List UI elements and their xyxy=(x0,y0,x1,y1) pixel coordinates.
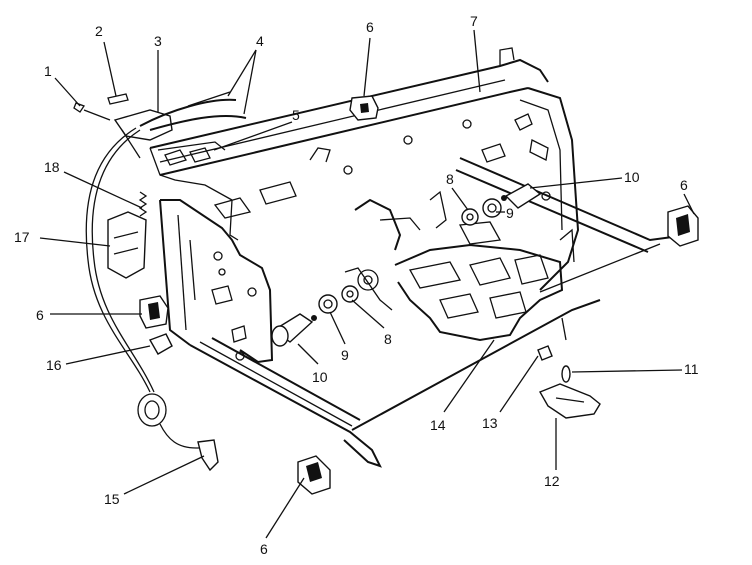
lever-part-12 xyxy=(538,383,601,419)
callout-7: 7 xyxy=(470,13,478,29)
connector-part-16 xyxy=(148,333,173,355)
rear-shaft xyxy=(455,157,681,293)
callout-6-right: 6 xyxy=(680,177,688,193)
callout-5: 5 xyxy=(292,107,300,123)
clip-part-6-right xyxy=(667,205,699,247)
callout-9-left: 9 xyxy=(341,347,349,363)
lower-rail xyxy=(189,299,601,468)
callout-8-right: 8 xyxy=(446,171,454,187)
callout-12: 12 xyxy=(544,473,560,489)
spring-part-18 xyxy=(138,191,148,217)
switch-part-17 xyxy=(107,211,147,279)
callout-10-right: 10 xyxy=(624,169,640,185)
callout-8-left: 8 xyxy=(384,331,392,347)
spring-part-13 xyxy=(537,345,553,361)
bushing-part-9-left xyxy=(318,294,338,314)
spring-part-11 xyxy=(561,317,571,383)
wire-harness xyxy=(85,127,219,472)
clip-part-6-top xyxy=(349,95,379,121)
callout-17: 17 xyxy=(14,229,30,245)
callout-9-right: 9 xyxy=(506,205,514,221)
gear-part-8-right xyxy=(461,208,479,226)
carriage-assembly xyxy=(344,143,575,342)
callout-11: 11 xyxy=(684,361,699,377)
callout-14: 14 xyxy=(430,417,446,433)
callout-2: 2 xyxy=(95,23,103,39)
callout-13: 13 xyxy=(482,415,498,431)
gear-part-8-left xyxy=(341,285,359,303)
roller-part-10-left xyxy=(271,313,317,347)
callout-10-left: 10 xyxy=(312,369,328,385)
callout-labels: 1 2 3 4 5 6 6 6 6 7 8 8 9 9 10 10 11 12 … xyxy=(14,13,699,557)
callout-15: 15 xyxy=(104,491,120,507)
leader-lines xyxy=(39,29,695,539)
callout-6-top: 6 xyxy=(366,19,374,35)
callout-4: 4 xyxy=(256,33,264,49)
bushing-part-9-right xyxy=(482,198,502,218)
left-side-plate xyxy=(159,199,274,364)
clip-part-6-bottom xyxy=(297,455,331,495)
clip-part-6-left xyxy=(139,295,169,329)
callout-6-left: 6 xyxy=(36,307,44,323)
callout-16: 16 xyxy=(46,357,62,373)
callout-18: 18 xyxy=(44,159,60,175)
callout-1: 1 xyxy=(44,63,52,79)
upper-bracket xyxy=(149,141,297,241)
callout-6-bottom: 6 xyxy=(260,541,268,557)
callout-3: 3 xyxy=(154,33,162,49)
roller-part-10-right xyxy=(501,183,542,209)
